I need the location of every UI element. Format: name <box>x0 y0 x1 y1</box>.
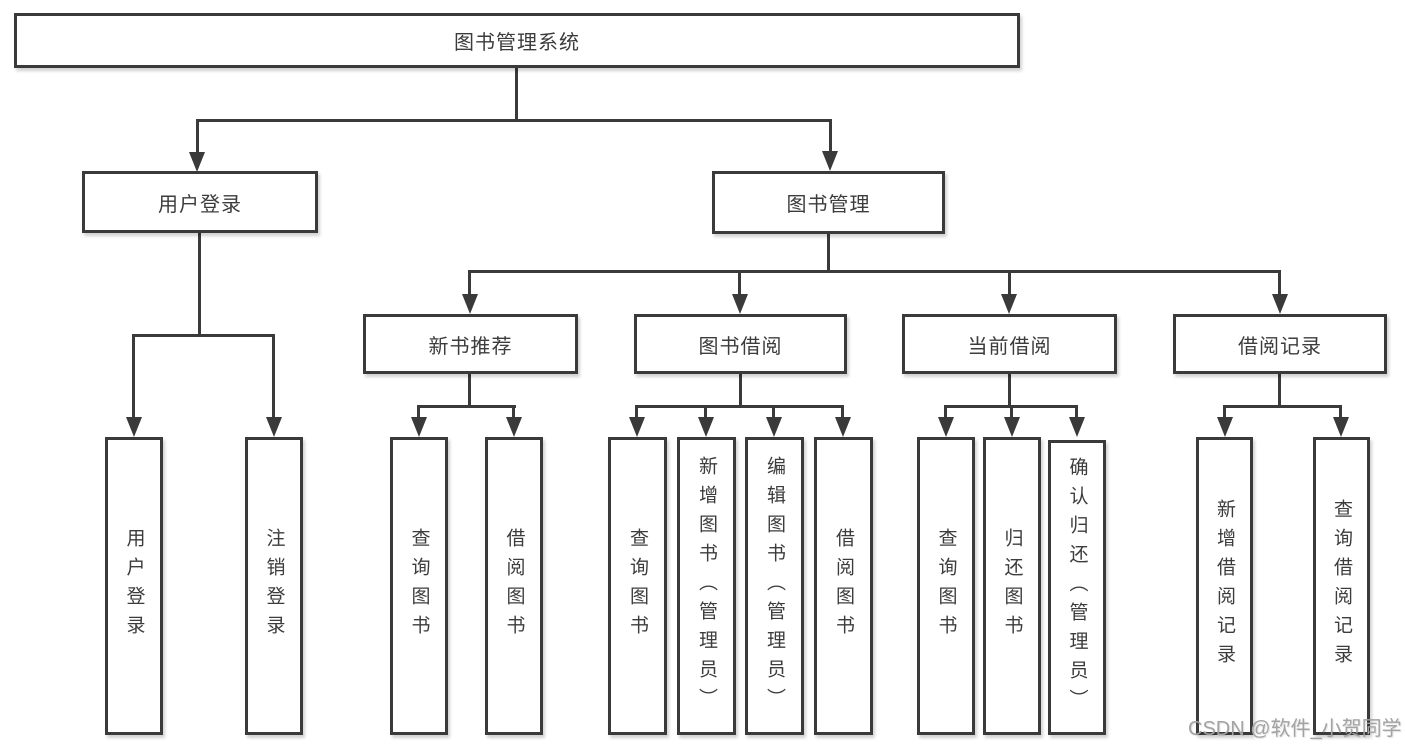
arrow-down-icon <box>1001 294 1017 314</box>
root-node: 图书管理系统 <box>14 13 1020 68</box>
arrow-down-icon <box>629 417 645 437</box>
arrow-down-icon <box>1004 417 1020 437</box>
leaf-borrowing-edit-books-admin: 编辑图书（管理员） <box>745 437 804 735</box>
connector-line <box>196 119 199 156</box>
connector-line <box>841 405 844 419</box>
connector-line <box>197 119 832 122</box>
node-new-book-recommendation: 新书推荐 <box>363 314 578 374</box>
arrow-down-icon <box>835 417 851 437</box>
leaf-borrowing-add-books-admin: 新增图书（管理员） <box>677 437 736 735</box>
connector-line <box>468 270 471 298</box>
leaf-borrowing-edit-books-admin-label: 编辑图书（管理员） <box>764 455 785 717</box>
connector-line <box>470 270 1281 273</box>
leaf-records-query-record: 查询借阅记录 <box>1313 437 1370 735</box>
leaf-current-return-books-label: 归还图书 <box>1001 528 1023 644</box>
connector-line <box>418 405 516 408</box>
node-book-management-label: 图书管理 <box>786 194 871 216</box>
node-current-borrowing-label: 当前借阅 <box>967 335 1052 358</box>
leaf-recommend-borrow-books: 借阅图书 <box>485 437 543 735</box>
leaf-borrowing-query-books-label: 查询图书 <box>627 528 648 644</box>
arrow-down-icon <box>1333 417 1349 437</box>
connector-line <box>635 405 638 419</box>
arrow-down-icon <box>126 417 142 437</box>
leaf-recommend-borrow-books-label: 借阅图书 <box>503 528 525 644</box>
leaf-borrowing-borrow-books: 借阅图书 <box>814 437 873 735</box>
node-user-login-label: 用户登录 <box>158 193 242 216</box>
connector-line <box>417 405 420 419</box>
arrow-down-icon <box>266 417 282 437</box>
arrow-down-icon <box>1217 417 1233 437</box>
connector-line <box>738 270 741 298</box>
root-node-label: 图书管理系统 <box>454 32 580 54</box>
connector-line <box>133 334 275 337</box>
connector-line <box>827 234 830 271</box>
node-user-login: 用户登录 <box>82 171 318 233</box>
leaf-user-login: 用户登录 <box>105 437 163 735</box>
connector-line <box>198 233 201 336</box>
connector-line <box>1075 405 1078 419</box>
leaf-user-login-label: 用户登录 <box>123 528 145 644</box>
leaf-current-return-books: 归还图书 <box>983 437 1041 735</box>
arrow-down-icon <box>822 151 838 171</box>
node-book-management: 图书管理 <box>712 171 945 234</box>
leaf-borrowing-borrow-books-label: 借阅图书 <box>833 528 854 644</box>
connector-line <box>1223 405 1226 419</box>
connector-line <box>944 405 947 419</box>
arrow-down-icon <box>1272 294 1288 314</box>
node-current-borrowing: 当前借阅 <box>902 314 1117 374</box>
connector-line <box>132 334 135 419</box>
leaf-logout-login: 注销登录 <box>245 437 303 735</box>
leaf-records-query-record-label: 查询借阅记录 <box>1331 499 1352 673</box>
connector-line <box>1008 270 1011 298</box>
leaf-current-query-books: 查询图书 <box>917 437 975 735</box>
leaf-current-confirm-return-admin-label: 确认归还（管理员） <box>1066 457 1088 718</box>
node-book-borrowing-label: 图书借阅 <box>698 335 783 358</box>
connector-line <box>1278 270 1281 298</box>
connector-line <box>829 119 832 156</box>
arrow-down-icon <box>1069 417 1085 437</box>
connector-line <box>637 405 844 408</box>
connector-line <box>1339 405 1342 419</box>
arrow-down-icon <box>732 294 748 314</box>
connector-line <box>1224 405 1342 408</box>
connector-line <box>704 405 707 419</box>
arrow-down-icon <box>506 417 522 437</box>
node-new-book-recommendation-label: 新书推荐 <box>428 335 513 358</box>
leaf-records-add-record: 新增借阅记录 <box>1196 437 1253 735</box>
connector-line <box>1010 405 1013 419</box>
node-book-borrowing: 图书借阅 <box>634 314 847 374</box>
arrow-down-icon <box>411 417 427 437</box>
arrow-down-icon <box>462 294 478 314</box>
node-borrowing-records-label: 借阅记录 <box>1238 335 1322 358</box>
arrow-down-icon <box>938 417 954 437</box>
connector-line <box>515 68 518 121</box>
csdn-watermark: CSDN @软件_小贺同学 <box>1188 718 1402 740</box>
connector-line <box>512 405 515 419</box>
leaf-recommend-query-books: 查询图书 <box>390 437 448 735</box>
connector-line <box>1008 374 1011 406</box>
arrow-down-icon <box>189 152 205 172</box>
leaf-borrowing-add-books-admin-label: 新增图书（管理员） <box>696 455 717 717</box>
connector-line <box>468 374 471 406</box>
leaf-current-confirm-return-admin: 确认归还（管理员） <box>1048 440 1106 735</box>
node-borrowing-records: 借阅记录 <box>1173 314 1387 374</box>
connector-line <box>739 374 742 406</box>
connector-line <box>1278 374 1281 406</box>
arrow-down-icon <box>698 417 714 437</box>
arrow-down-icon <box>766 417 782 437</box>
leaf-recommend-query-books-label: 查询图书 <box>408 528 430 644</box>
connector-line <box>272 334 275 419</box>
leaf-current-query-books-label: 查询图书 <box>935 528 957 644</box>
leaf-logout-login-label: 注销登录 <box>263 528 285 644</box>
connector-line <box>772 405 775 419</box>
leaf-records-add-record-label: 新增借阅记录 <box>1214 499 1235 673</box>
leaf-borrowing-query-books: 查询图书 <box>608 437 667 735</box>
